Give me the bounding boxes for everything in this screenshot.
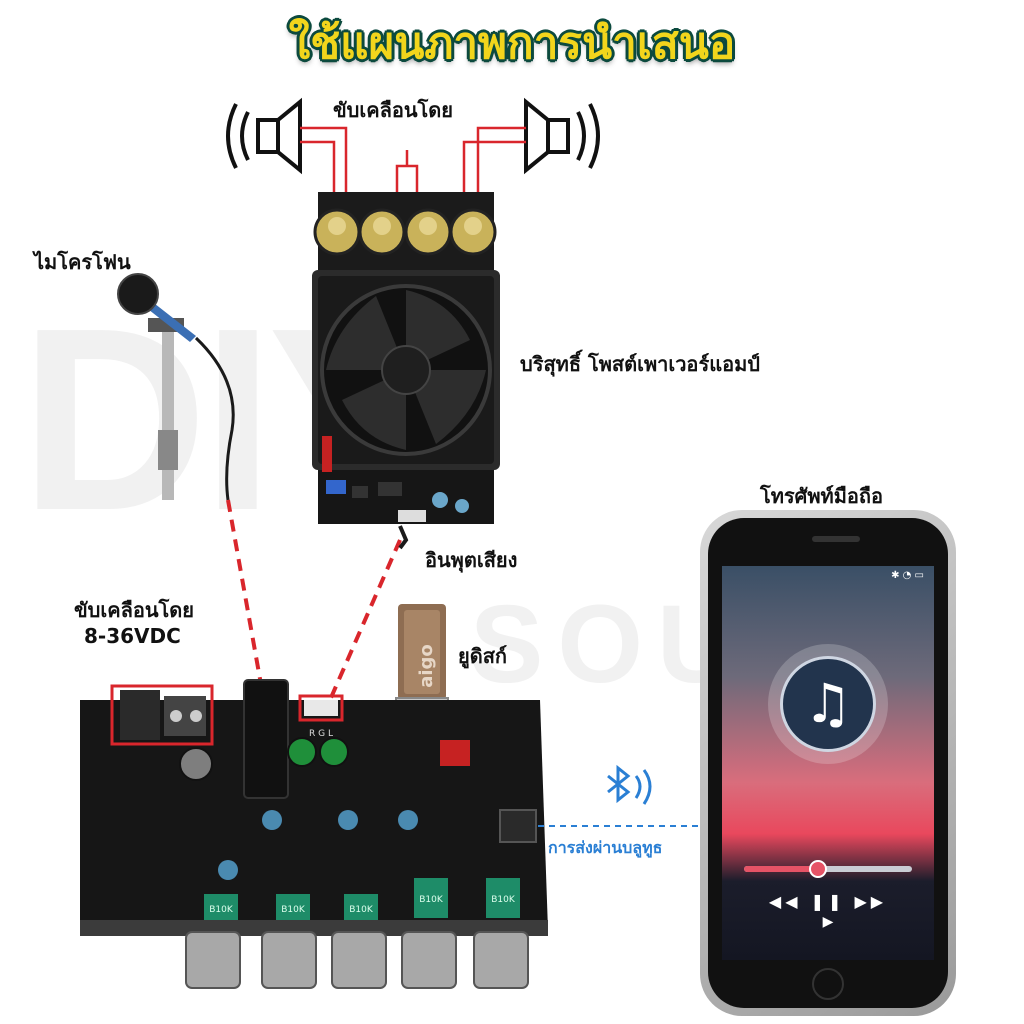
label-phone: โทรศัพท์มือถือ <box>760 484 884 508</box>
signal-dashed-lines <box>226 499 402 701</box>
page-title: ใช้แผนภาพการนำเสนอ <box>288 18 736 69</box>
phone-earpiece <box>812 536 860 542</box>
connector-pins: R G L <box>309 729 333 739</box>
label-audio-input: อินพุตเสียง <box>425 548 518 572</box>
knob-value-2: B10K <box>281 905 306 915</box>
smartphone: ✱ ◔ ▭ ♫ ◀◀ ❚❚ ▶▶ ▶ <box>700 510 956 1016</box>
knobs <box>185 931 529 989</box>
left-speaker-icon <box>226 97 302 175</box>
bluetooth-icon <box>607 764 652 805</box>
music-note-icon: ♫ <box>780 656 876 752</box>
right-speaker-icon <box>524 97 600 175</box>
label-power-amp: บริสุทธิ์ โพสต์เพาเวอร์แอมป์ <box>520 352 760 376</box>
label-voltage: 8-36VDC <box>84 624 181 648</box>
knob-value-4: B10K <box>419 895 444 905</box>
home-button[interactable] <box>812 968 844 1000</box>
playback-slider-knob[interactable] <box>808 860 827 878</box>
label-microphone: ไมโครโฟน <box>34 250 131 274</box>
phone-screen: ✱ ◔ ▭ ♫ ◀◀ ❚❚ ▶▶ ▶ <box>722 566 934 960</box>
phone-bezel: ✱ ◔ ▭ ♫ ◀◀ ❚❚ ▶▶ ▶ <box>708 518 948 1008</box>
knob-value-1: B10K <box>209 905 234 915</box>
knob-value-3: B10K <box>349 905 374 915</box>
music-disc: ♫ <box>768 644 888 764</box>
knob-value-5: B10K <box>491 895 516 905</box>
playback-slider-fill <box>744 866 818 872</box>
microphone-icon <box>117 273 235 501</box>
status-icons: ✱ ◔ ▭ <box>891 570 924 581</box>
audio-input-cable <box>398 525 409 550</box>
label-usb-disk: ยูดิสก์ <box>458 644 508 668</box>
playback-controls[interactable]: ◀◀ ❚❚ ▶▶ <box>768 892 888 911</box>
label-speakers-drive: ขับเคลือนโดย <box>333 98 453 122</box>
preamp-board <box>80 679 548 989</box>
label-bluetooth: การส่งผ่านบลูทูธ <box>548 838 663 857</box>
power-amp-board <box>312 192 500 524</box>
usb-brand-text: aigo <box>416 644 437 688</box>
playback-slider[interactable] <box>744 860 912 878</box>
speaker-wires <box>300 126 526 200</box>
play-button[interactable]: ▶ <box>822 914 834 930</box>
label-driven-by: ขับเคลือนโดย <box>74 598 194 622</box>
